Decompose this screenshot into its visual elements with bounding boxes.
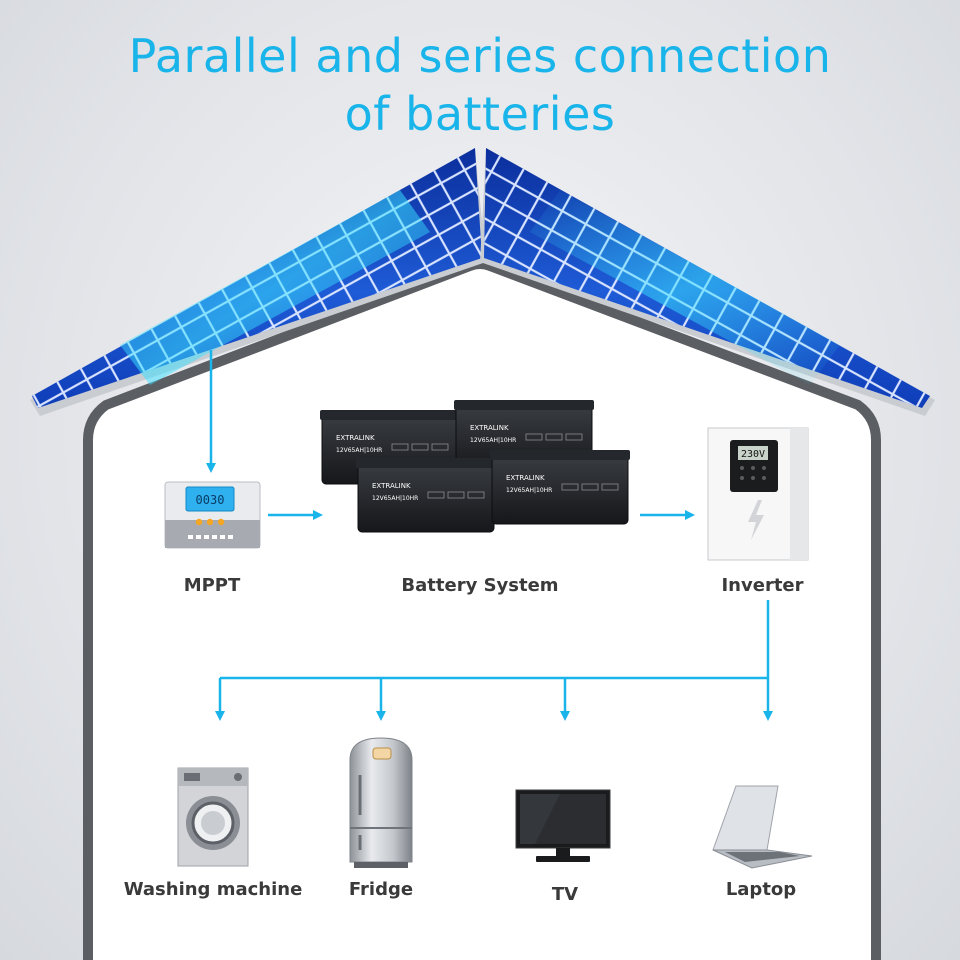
solar-panel-roof-right — [480, 148, 935, 416]
tv-icon — [515, 789, 611, 862]
inverter-display-value: 230V — [741, 449, 765, 460]
label-washing-machine: Washing machine — [123, 879, 303, 900]
diagram-title-line-1: Parallel and series connection — [128, 29, 832, 83]
solar-panel-roof-left — [30, 148, 486, 416]
battery-brand: EXTRALINK — [506, 474, 545, 482]
connection-lines — [206, 350, 773, 721]
washing-machine-icon — [177, 767, 249, 867]
mppt-display-value: 0030 — [196, 493, 225, 507]
battery-system: EXTRALINK 12V65AH|10HR EXTRALINK 12V65AH|10… — [320, 400, 630, 533]
label-mppt: MPPT — [183, 575, 241, 596]
mppt-device: 0030 — [164, 481, 261, 549]
label-laptop: Laptop — [725, 879, 797, 900]
battery-model: 12V65AH|10HR — [372, 495, 418, 502]
laptop-icon — [712, 785, 813, 869]
battery-brand: EXTRALINK — [336, 434, 375, 442]
battery-unit: EXTRALINK 12V65AH|10HR — [356, 458, 496, 533]
label-battery-system: Battery System — [401, 575, 559, 596]
battery-model: 12V65AH|10HR — [336, 447, 382, 454]
inverter-device: 230V — [707, 427, 809, 561]
battery-brand: EXTRALINK — [470, 424, 509, 432]
fridge-icon — [349, 737, 413, 868]
battery-model: 12V65AH|10HR — [470, 437, 516, 444]
lightning-icon — [748, 500, 764, 540]
battery-model: 12V65AH|10HR — [506, 487, 552, 494]
battery-unit: EXTRALINK 12V65AH|10HR — [490, 450, 630, 525]
label-inverter: Inverter — [721, 575, 804, 596]
label-fridge: Fridge — [348, 879, 414, 900]
battery-brand: EXTRALINK — [372, 482, 411, 490]
label-tv: TV — [551, 884, 579, 905]
diagram-title-line-2: of batteries — [344, 87, 616, 141]
